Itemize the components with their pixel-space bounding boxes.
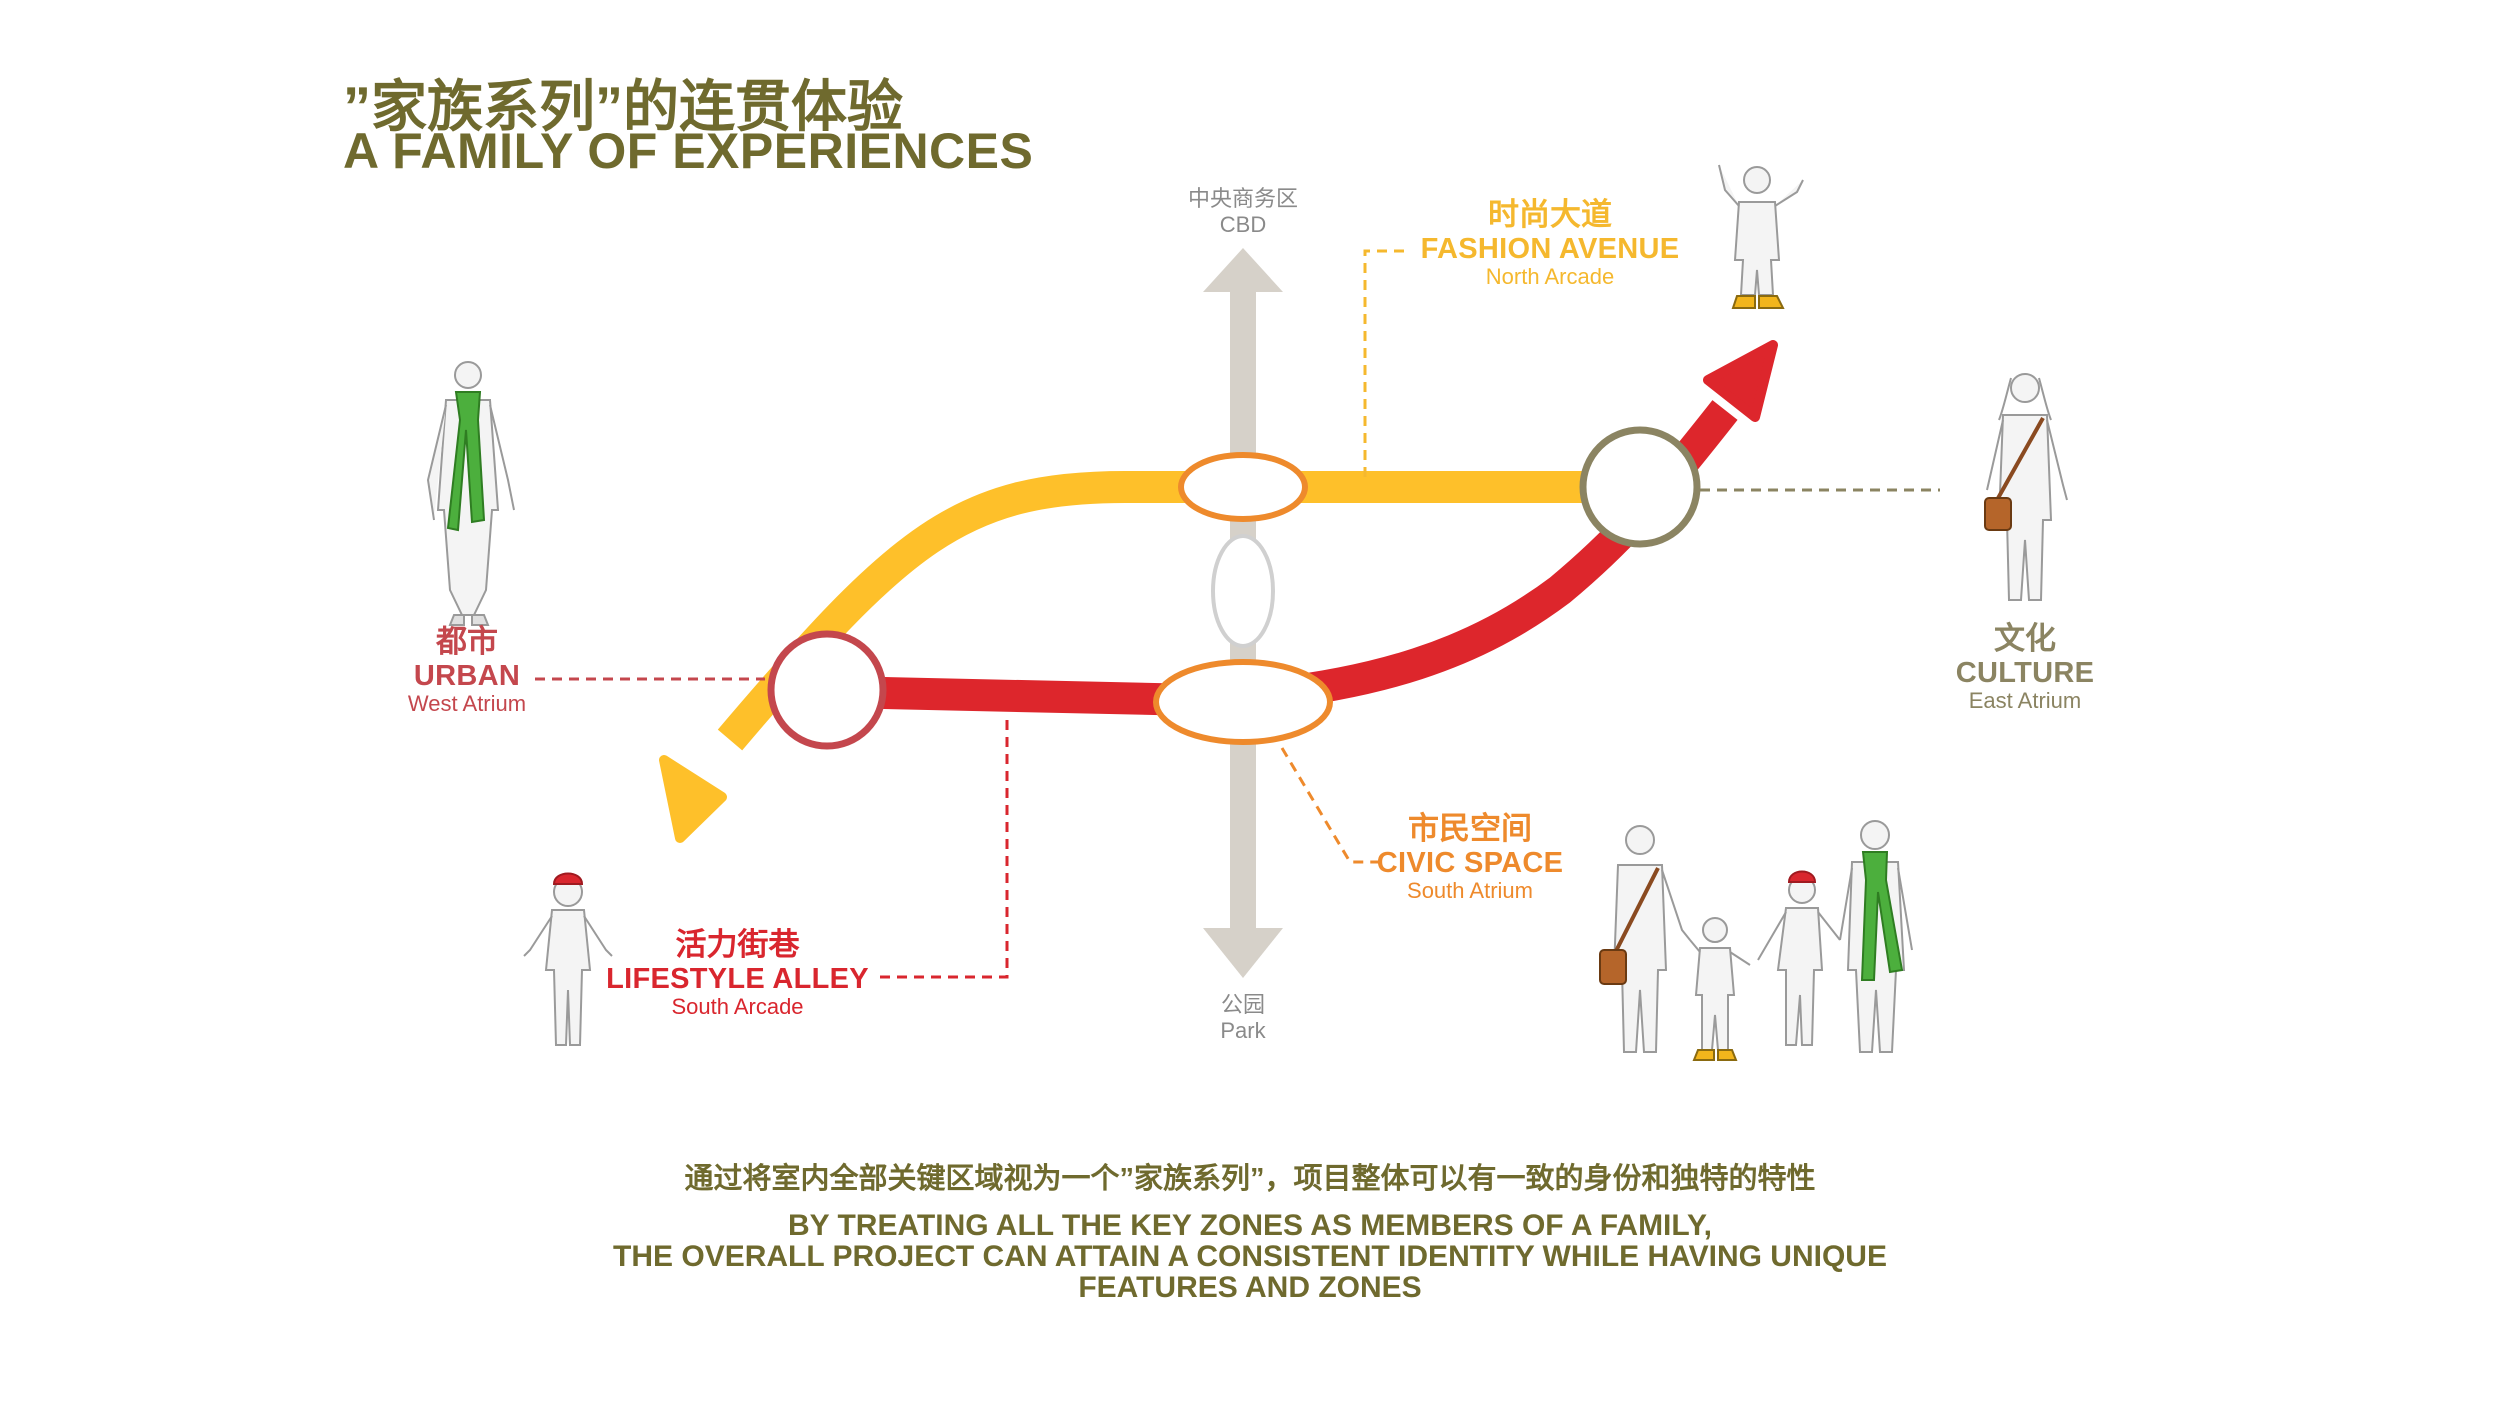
- zone-lifestyle-label: 活力街巷 LIFESTYLE ALLEY South Arcade: [600, 927, 875, 1020]
- leader-lifestyle: [875, 720, 1009, 979]
- person-bag-icon: [1984, 373, 2068, 601]
- zone-lifestyle-cn: 活力街巷: [675, 927, 800, 962]
- node-south: [1153, 659, 1333, 745]
- zone-fashion-sub: North Arcade: [1485, 264, 1615, 290]
- zone-fashion-en: FASHION AVENUE: [1420, 232, 1680, 265]
- axis-bottom-en: Park: [1220, 1018, 1266, 1044]
- axis-bottom-label: 公园 Park: [1143, 992, 1343, 1045]
- zone-civic-label: 市民空间 CIVIC SPACE South Atrium: [1370, 811, 1570, 904]
- title-chinese: ”家族系列”的连贯体验: [343, 75, 903, 138]
- zone-fashion-label: 时尚大道 FASHION AVENUE North Arcade: [1390, 197, 1710, 290]
- zone-culture-label: 文化 CULTURE East Atrium: [1925, 621, 2125, 714]
- zone-civic-sub: South Atrium: [1407, 878, 1533, 904]
- zone-culture-cn: 文化: [1994, 621, 2056, 656]
- footer-english: BY TREATING ALL THE KEY ZONES AS MEMBERS…: [0, 1210, 2500, 1304]
- axis-top-cn: 中央商务区: [1187, 186, 1298, 211]
- footer-english-line-3: FEATURES AND ZONES: [1078, 1271, 1422, 1305]
- axis-top-label: 中央商务区 CBD: [1143, 186, 1343, 239]
- node-center: [1211, 534, 1275, 648]
- leader-fashion: [1363, 249, 1410, 477]
- leader-civic: [1280, 747, 1380, 864]
- zone-urban-label: 都市 URBAN West Atrium: [367, 624, 567, 717]
- axis-bottom-cn: 公园: [1220, 992, 1265, 1017]
- zone-lifestyle-en: LIFESTYLE ALLEY: [606, 962, 869, 995]
- zone-fashion-cn: 时尚大道: [1488, 197, 1612, 232]
- node-north: [1178, 452, 1308, 522]
- person-arms-raised-icon: [1718, 164, 1804, 309]
- node-east: [1579, 426, 1701, 548]
- zone-civic-en: CIVIC SPACE: [1376, 846, 1564, 879]
- zone-lifestyle-sub: South Arcade: [671, 994, 804, 1020]
- node-west: [767, 630, 887, 750]
- person-scarf-icon: [426, 361, 515, 626]
- zone-culture-en: CULTURE: [1955, 656, 2095, 689]
- zone-culture-sub: East Atrium: [1968, 688, 2082, 714]
- axis-top-en: CBD: [1219, 212, 1267, 238]
- zone-urban-en: URBAN: [413, 659, 521, 692]
- child-hat-icon: [523, 872, 613, 1046]
- title-english: A FAMILY OF EXPERIENCES: [343, 123, 1034, 179]
- zone-civic-cn: 市民空间: [1408, 811, 1532, 846]
- family-group-icon: [1599, 820, 1913, 1061]
- footer-english-line-1: BY TREATING ALL THE KEY ZONES AS MEMBERS…: [788, 1209, 1712, 1242]
- zone-urban-cn: 都市: [436, 624, 498, 659]
- zone-urban-sub: West Atrium: [407, 691, 527, 717]
- footer-english-line-2: THE OVERALL PROJECT CAN ATTAIN A CONSIST…: [613, 1240, 1887, 1274]
- footer-chinese: 通过将室内全部关键区域视为一个”家族系列”，项目整体可以有一致的身份和独特的特性: [684, 1163, 1816, 1195]
